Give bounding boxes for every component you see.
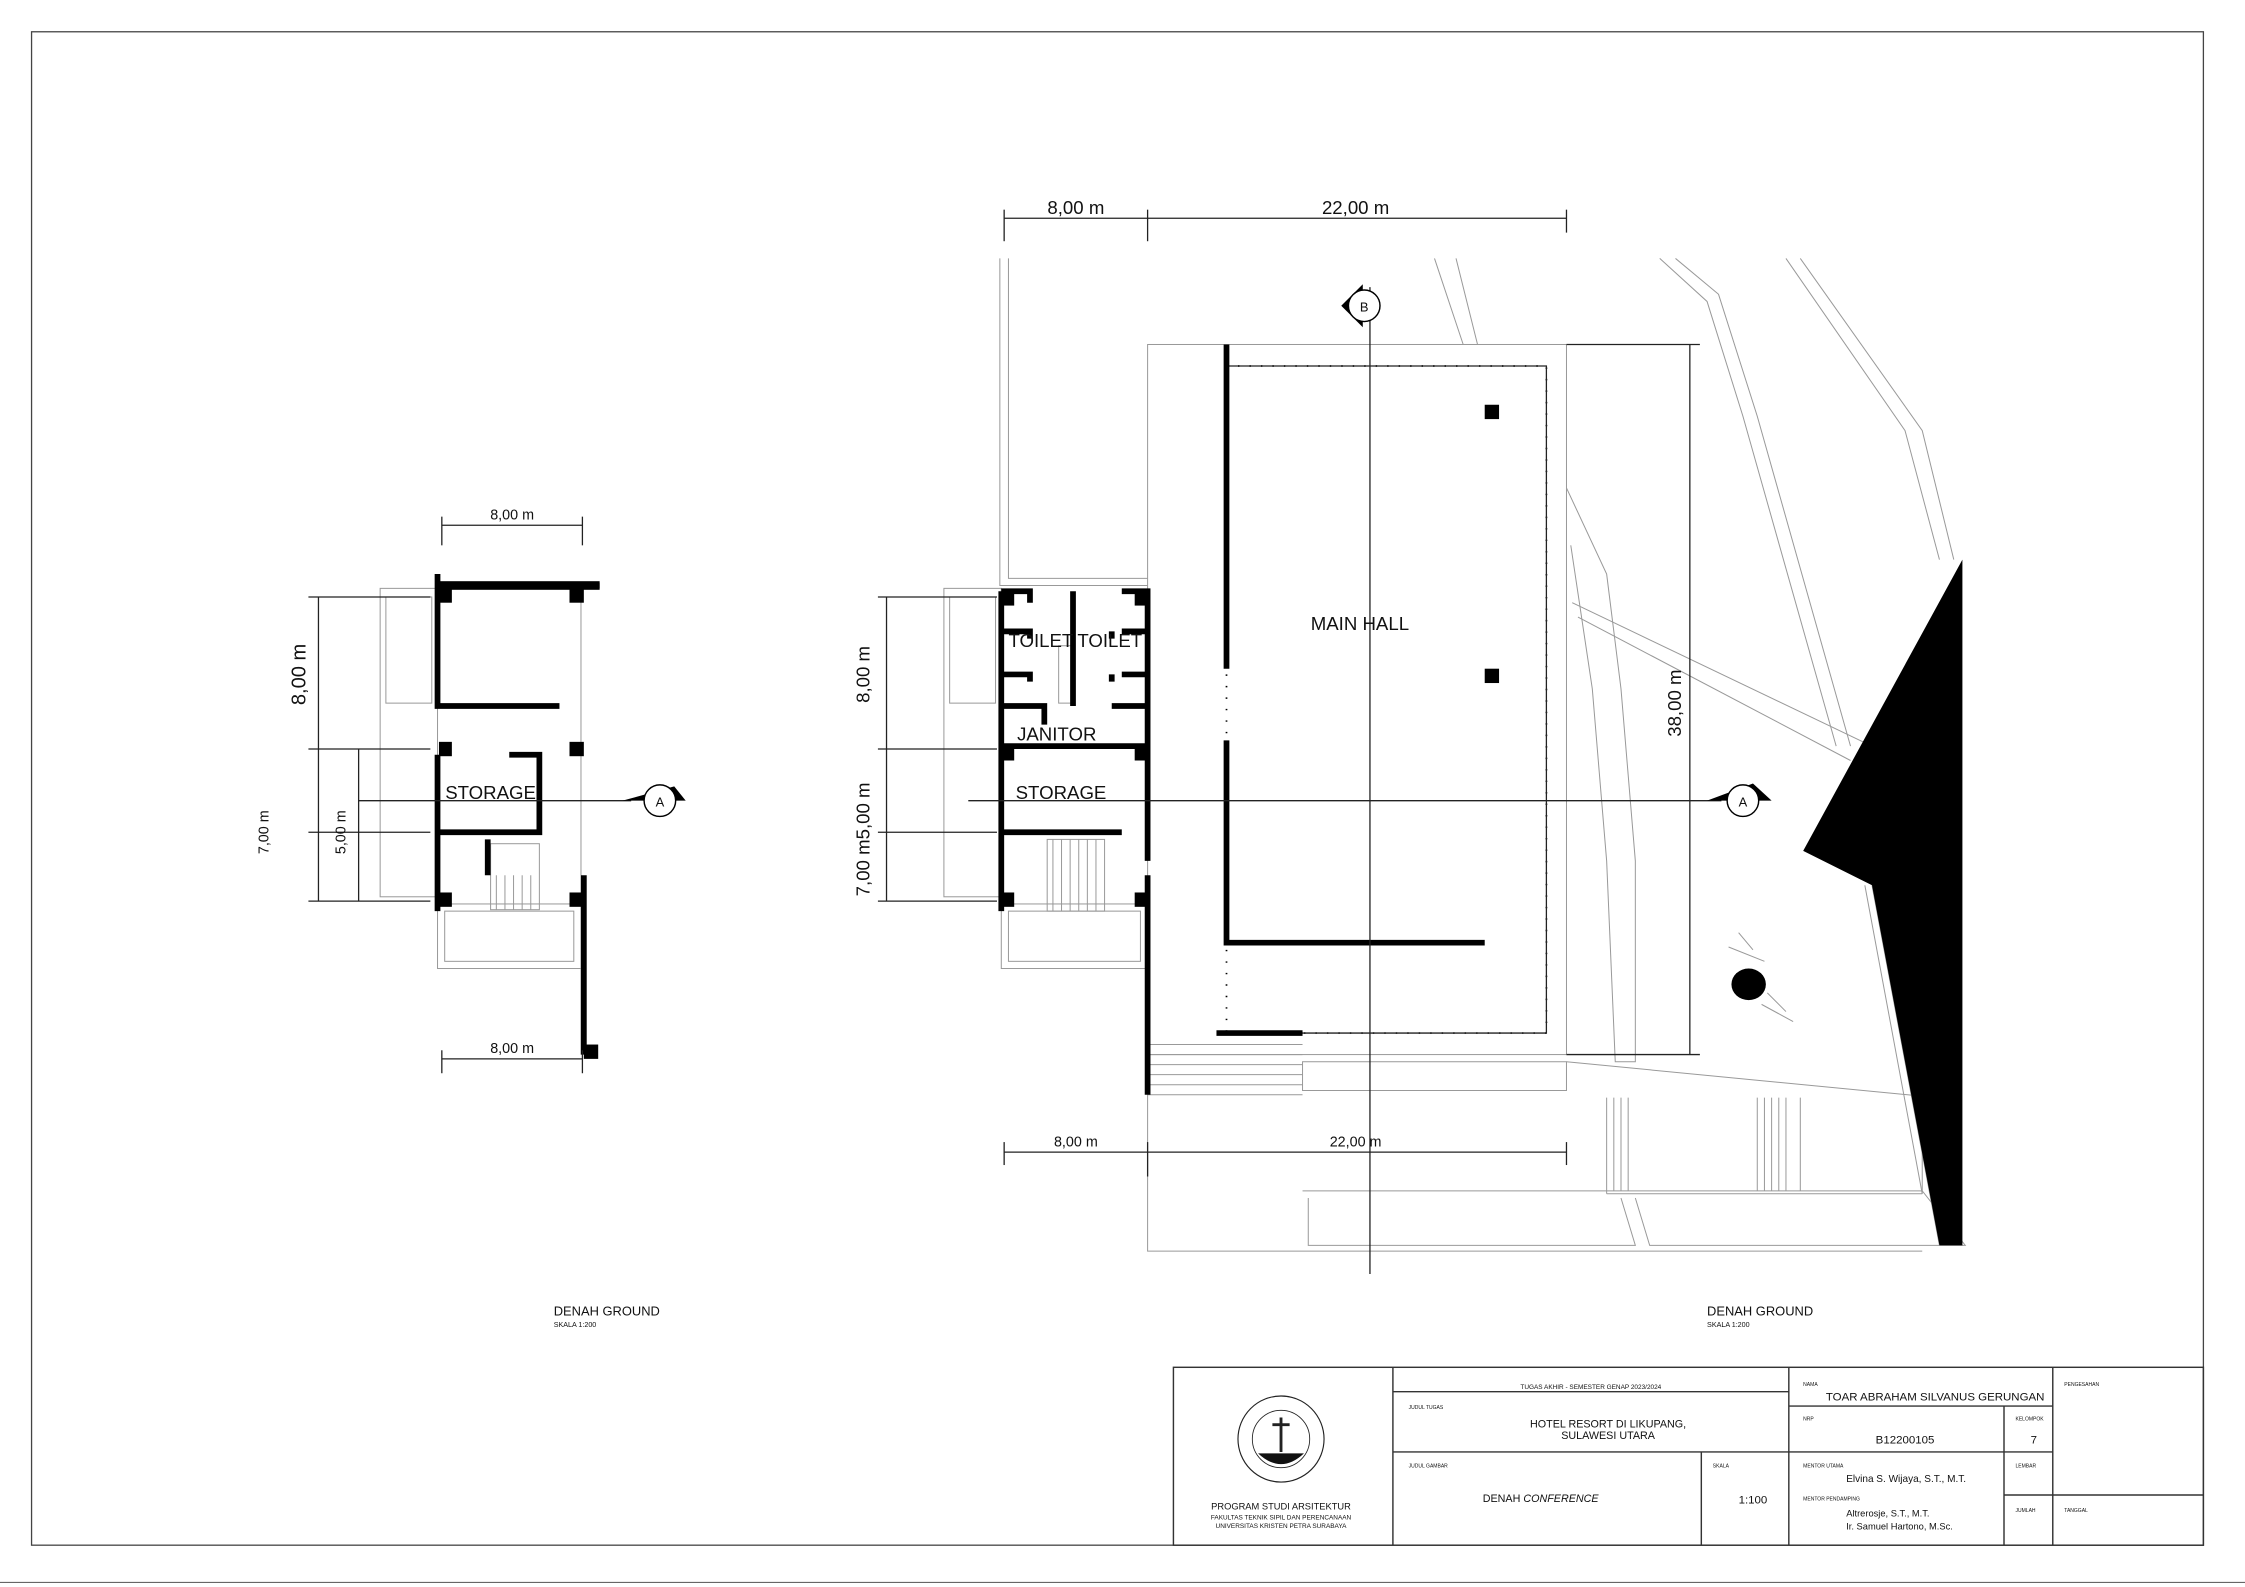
nrp-value: B12200105	[1876, 1434, 1935, 1446]
lembar-label: LEMBAR	[2015, 1464, 2036, 1470]
tanggal-label: TANGGAL	[2064, 1508, 2088, 1514]
right-caption-scale: SKALA 1:200	[1707, 1321, 1750, 1329]
mentor-utama-label: MENTOR UTAMA	[1803, 1464, 1844, 1470]
nama-label: NAMA	[1803, 1382, 1818, 1388]
left-dim-top: 8,00 m	[490, 508, 534, 524]
right-dim-bottom-22m: 22,00 m	[1330, 1134, 1382, 1150]
mentor-utama-value: Elvina S. Wijaya, S.T., M.T.	[1846, 1474, 1966, 1485]
judul-gambar: DENAH CONFERENCE	[1483, 1493, 1600, 1505]
left-floor-plan: 8,00 m 8,00 m 8,00 m 7,00 m 5,00 m STORA…	[256, 508, 686, 1329]
right-caption-title: DENAH GROUND	[1707, 1304, 1813, 1319]
university-name: UNIVERSITAS KRISTEN PETRA SURABAYA	[1216, 1523, 1348, 1530]
jumlah-label: JUMLAH	[2015, 1508, 2035, 1514]
right-dim-vertical-7m-5m: 7,00 m5,00 m	[852, 782, 873, 896]
left-caption-scale: SKALA 1:200	[554, 1321, 597, 1329]
right-dim-top-8m: 8,00 m	[1047, 197, 1104, 218]
right-dim-top-22m: 22,00 m	[1322, 197, 1389, 218]
mentor-pendamping-1: Altrerosje, S.T., M.T.	[1846, 1508, 1929, 1518]
mentor-pendamping-label: MENTOR PENDAMPING	[1803, 1497, 1860, 1503]
furniture-table	[1731, 968, 1766, 1001]
right-dim-bottom-8m: 8,00 m	[1054, 1134, 1098, 1150]
section-marker-b: B	[1341, 284, 1381, 328]
room-toilet-1: TOILET	[1008, 630, 1073, 651]
faculty-name: FAKULTAS TEKNIK SIPIL DAN PERENCANAAN	[1211, 1514, 1352, 1521]
svg-text:B: B	[1360, 300, 1369, 315]
left-room-storage: STORAGE	[445, 782, 536, 803]
left-dim-bottom: 8,00 m	[490, 1041, 534, 1057]
left-caption-title: DENAH GROUND	[554, 1304, 660, 1319]
nrp-label: NRP	[1803, 1416, 1814, 1422]
skala-value: 1:100	[1739, 1495, 1768, 1507]
sheet-border	[30, 31, 2205, 1546]
right-dim-height-38m: 38,00 m	[1664, 669, 1685, 736]
judul-gambar-label: JUDUL GAMBAR	[1409, 1464, 1448, 1470]
room-storage: STORAGE	[1016, 782, 1107, 803]
judul-tugas-line2: SULAWESI UTARA	[1561, 1430, 1656, 1442]
pengesahan-label: PENGESAHAN	[2064, 1382, 2099, 1388]
nama-value: TOAR ABRAHAM SILVANUS GERUNGAN	[1826, 1391, 2045, 1403]
kelompok-value: 7	[2031, 1434, 2037, 1446]
kelompok-label: KELOMPOK	[2015, 1416, 2044, 1422]
skala-label: SKALA	[1713, 1464, 1730, 1470]
right-dim-vertical-8m: 8,00 m	[852, 646, 873, 703]
room-main-hall: MAIN HALL	[1311, 613, 1409, 634]
svg-text:A: A	[656, 794, 665, 809]
university-logo	[1237, 1395, 1325, 1483]
room-toilet-2: TOILET	[1077, 630, 1142, 651]
program-name: PROGRAM STUDI ARSITEKTUR	[1211, 1501, 1351, 1511]
judul-tugas-label: JUDUL TUGAS	[1409, 1405, 1444, 1411]
room-janitor: JANITOR	[1017, 723, 1096, 744]
site-landscape-fill	[1803, 559, 1963, 1246]
title-block: PROGRAM STUDI ARSITEKTUR FAKULTAS TEKNIK…	[1172, 1366, 2205, 1546]
left-dim-vertical-8m: 8,00 m	[289, 644, 311, 705]
section-marker-a-right: A	[1707, 783, 1772, 818]
semester: TUGAS AKHIR - SEMESTER GENAP 2023/2024	[1520, 1384, 1661, 1391]
svg-text:A: A	[1739, 794, 1748, 809]
mentor-pendamping-2: Ir. Samuel Hartono, M.Sc.	[1846, 1521, 1953, 1531]
section-marker-a-left: A	[622, 784, 686, 818]
judul-tugas-line1: HOTEL RESORT DI LIKUPANG,	[1530, 1419, 1686, 1431]
right-floor-plan: 8,00 m 22,00 m 8,00 m 22,00 m 38,00 m 8,…	[852, 197, 1967, 1329]
left-dim-vertical-5m: 5,00 m	[334, 810, 350, 854]
left-dim-vertical-7m: 7,00 m	[256, 810, 272, 854]
